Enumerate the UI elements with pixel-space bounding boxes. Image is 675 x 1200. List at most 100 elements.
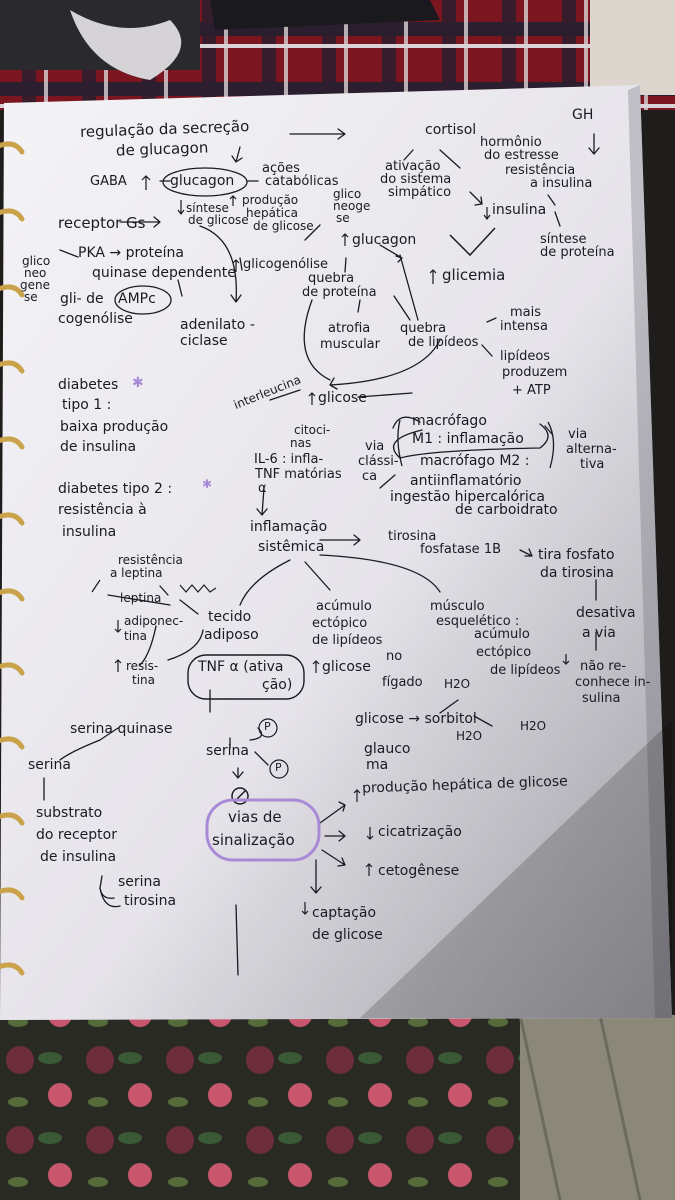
resistina-b: tina bbox=[132, 673, 155, 687]
diabetes2-a: diabetes tipo 2 : bbox=[58, 481, 173, 497]
substrato-c: de insulina bbox=[40, 849, 117, 865]
via-classica-c: ca bbox=[362, 469, 378, 484]
quinase-dependente-label: quinase dependente bbox=[92, 265, 236, 281]
quebra-lipideos-a: quebra bbox=[400, 321, 447, 336]
resistina-a: resis- bbox=[126, 659, 159, 673]
adenilato-a: adenilato - bbox=[180, 317, 255, 333]
producao-hepatica-a: produção bbox=[242, 193, 299, 207]
nao-reconhece-b: conhece in- bbox=[575, 675, 651, 690]
tnf-box-a: TNF α (ativa bbox=[198, 659, 284, 675]
ingestao-b: de carboidrato bbox=[455, 502, 558, 518]
sintese-glicose-b: de glicose bbox=[188, 213, 249, 227]
svg-text:✱: ✱ bbox=[202, 477, 212, 491]
glico-side-d: se bbox=[24, 290, 38, 304]
svg-text:✱: ✱ bbox=[132, 375, 144, 391]
glaucoma-b: ma bbox=[366, 757, 389, 773]
cetogenese-label: cetogênese bbox=[378, 863, 460, 879]
sintese-proteina-b: de proteína bbox=[540, 245, 615, 260]
substrato-b: do receptor bbox=[36, 827, 117, 843]
macrofago1-label: macrófago bbox=[412, 413, 487, 429]
no-figado-a: no bbox=[386, 649, 403, 664]
glicogenolise-label: glicogenólise bbox=[243, 257, 329, 272]
via-classica-b: clássi- bbox=[358, 454, 399, 469]
serina-center: serina bbox=[206, 743, 250, 759]
via-alternativa-a: via bbox=[568, 427, 588, 442]
receptor-gs-label: receptor Gs bbox=[58, 214, 146, 232]
gli-de-label: gli- de bbox=[60, 291, 104, 307]
nao-reconhece-a: não re- bbox=[580, 659, 627, 674]
quebra-proteina-b: de proteína bbox=[302, 285, 377, 300]
desativa-b: a via bbox=[582, 625, 616, 641]
musculo-a: músculo bbox=[430, 599, 485, 614]
acumulo-c: de lipídeos bbox=[312, 633, 383, 648]
citocinas-b: nas bbox=[290, 436, 312, 450]
via-alternativa-c: tiva bbox=[580, 457, 605, 472]
ingestao-a: ingestão hipercalórica bbox=[390, 489, 546, 505]
tecido-b: adiposo bbox=[204, 627, 259, 643]
atrofia-b: muscular bbox=[320, 337, 380, 352]
header-title-2: de glucagon bbox=[115, 138, 209, 160]
do-sistema-label: do sistema bbox=[380, 172, 452, 187]
musculo-c: acúmulo bbox=[474, 627, 530, 642]
glucagon-circled: glucagon bbox=[170, 173, 235, 189]
glico-side-a: glico bbox=[22, 254, 51, 268]
ativacao-label: ativação bbox=[385, 159, 441, 174]
diabetes1-c: baixa produção bbox=[60, 419, 169, 435]
hormonio-label: hormônio bbox=[480, 135, 542, 150]
quebra-proteina-a: quebra bbox=[308, 271, 355, 286]
gh-label: GH bbox=[572, 107, 594, 123]
producao-hepatica-c: de glicose bbox=[253, 219, 314, 233]
diabetes2-c: insulina bbox=[62, 524, 117, 540]
ampc-label: AMPc bbox=[118, 291, 156, 307]
diabetes1-a: diabetes bbox=[58, 377, 119, 393]
tirosina-branch: tirosina bbox=[124, 893, 177, 909]
mais-intensa-a: mais bbox=[510, 305, 542, 320]
sintese-glicose-a: síntese bbox=[186, 201, 229, 215]
alpha-label: α bbox=[258, 481, 267, 496]
gaba-label: GABA bbox=[90, 174, 127, 189]
via-alternativa-b: alterna- bbox=[566, 442, 617, 457]
h2o-1: H2O bbox=[444, 677, 471, 691]
glicose-no-figado: glicose bbox=[322, 659, 371, 675]
resistencia-insulina-a: resistência bbox=[505, 163, 576, 178]
do-estresse-label: do estresse bbox=[484, 148, 559, 163]
glico-side-c: gene bbox=[20, 278, 50, 292]
macrofago2-label: macrófago M2 : bbox=[420, 453, 530, 469]
diabetes1-b: tipo 1 : bbox=[62, 397, 112, 413]
tira-fosfato-b: da tirosina bbox=[540, 565, 614, 581]
glucagon-up-label: glucagon bbox=[352, 232, 417, 248]
resistencia-insulina-b: a insulina bbox=[530, 176, 593, 191]
tnf-box-b: ção) bbox=[262, 677, 293, 693]
cogenolise-label: cogenólise bbox=[58, 311, 133, 327]
tnf-label: TNF matórias bbox=[255, 467, 342, 482]
antiinflamatorio-label: antiinflamatório bbox=[410, 473, 522, 489]
pka-label: PKA → proteína bbox=[78, 245, 184, 261]
glico-neo-a: glico bbox=[333, 187, 362, 201]
glicemia-label: glicemia bbox=[442, 266, 506, 284]
lipideos-produzem-c: + ATP bbox=[512, 383, 551, 398]
phosphate-1: P bbox=[264, 720, 271, 733]
acumulo-b: ectópico bbox=[312, 616, 368, 631]
insulina-down-label: insulina bbox=[492, 202, 547, 218]
substrato-a: substrato bbox=[36, 805, 103, 821]
glicose-up-label: glicose bbox=[318, 390, 367, 406]
citocinas-a: citoci- bbox=[294, 423, 331, 437]
resistencia-leptina-b: a leptina bbox=[110, 566, 163, 580]
musculo-e: de lipídeos bbox=[490, 663, 561, 678]
glico-neo-b: neoge bbox=[333, 199, 371, 213]
glico-side-b: neo bbox=[24, 266, 47, 280]
vias-sinalizacao-a: vias de bbox=[228, 808, 282, 826]
tirosina-fosfatase-b: fosfatase 1B bbox=[420, 542, 502, 557]
inflamacao-a: inflamação bbox=[250, 519, 328, 535]
mais-intensa-b: intensa bbox=[500, 319, 548, 334]
tecido-a: tecido bbox=[208, 609, 252, 625]
h2o-2: H2O bbox=[456, 729, 483, 743]
vias-sinalizacao-b: sinalização bbox=[212, 831, 295, 849]
quebra-lipideos-b: de lipídeos bbox=[408, 335, 479, 350]
adenilato-b: ciclase bbox=[180, 333, 228, 349]
serina-left: serina bbox=[28, 757, 72, 773]
glico-neo-c: se bbox=[336, 211, 350, 225]
adiponectina-b: tina bbox=[124, 629, 147, 643]
sintese-proteina-a: síntese bbox=[540, 232, 587, 247]
